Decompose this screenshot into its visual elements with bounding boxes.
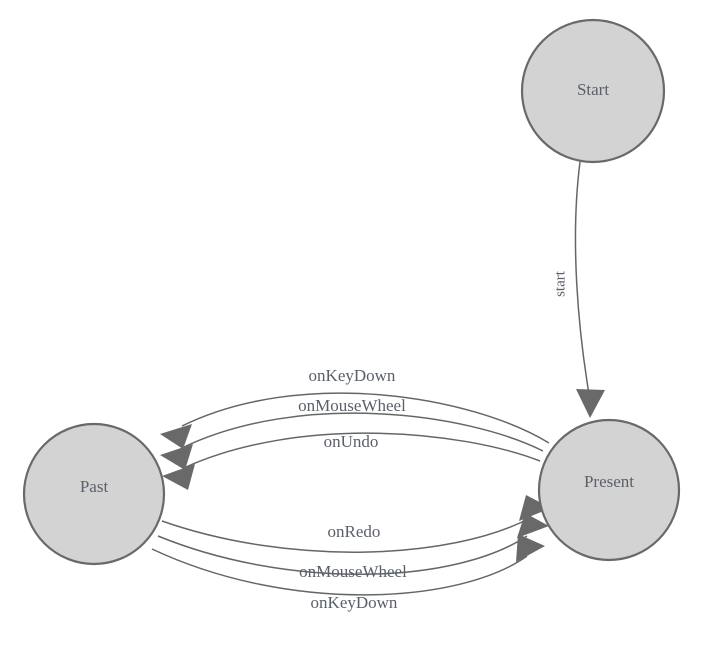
node-start-label: Start bbox=[577, 80, 609, 99]
node-present-label: Present bbox=[584, 472, 634, 491]
arrowhead-into-present-from-start bbox=[576, 389, 605, 418]
edge-label-past-present-wheel: onMouseWheel bbox=[299, 562, 407, 581]
edge-past-present-wheel-path bbox=[157, 535, 528, 575]
edge-present-to-past-onmousewheel bbox=[160, 412, 544, 470]
edge-present-past-wheel-path bbox=[183, 412, 544, 452]
arrowhead-into-past-wheel bbox=[160, 444, 193, 470]
edge-present-to-past-onundo bbox=[162, 432, 541, 490]
arrowhead-into-past-keydown bbox=[160, 424, 192, 449]
edge-label-past-present-redo: onRedo bbox=[328, 522, 381, 541]
arrowhead-into-present-keydown bbox=[516, 534, 545, 562]
edge-past-present-keydown-path bbox=[151, 548, 528, 596]
edge-label-present-past-undo: onUndo bbox=[324, 432, 379, 451]
edge-label-present-past-keydown: onKeyDown bbox=[309, 366, 396, 385]
edge-label-past-present-keydown: onKeyDown bbox=[311, 593, 398, 612]
arrowhead-into-present-wheel bbox=[517, 513, 549, 538]
edge-past-to-present-onmousewheel bbox=[157, 513, 549, 575]
node-past[interactable]: Past bbox=[22, 422, 166, 566]
edge-start-present-path bbox=[574, 161, 591, 401]
edge-past-to-present-onkeydown bbox=[151, 534, 545, 596]
arrowhead-into-past-undo bbox=[162, 464, 195, 490]
edge-present-to-past-onkeydown bbox=[160, 392, 550, 449]
edge-label-start: start bbox=[552, 270, 568, 297]
edge-start-to-present: start bbox=[552, 161, 605, 418]
edge-present-past-undo-path bbox=[185, 432, 541, 468]
node-start-circle[interactable] bbox=[520, 18, 666, 164]
node-past-circle[interactable] bbox=[22, 422, 166, 566]
node-past-label: Past bbox=[80, 477, 109, 496]
node-start[interactable]: Start bbox=[520, 18, 666, 164]
edge-label-present-past-wheel: onMouseWheel bbox=[298, 396, 406, 415]
edge-past-present-redo-path bbox=[161, 517, 531, 553]
node-present[interactable]: Present bbox=[537, 418, 681, 562]
edge-present-past-keydown-path bbox=[181, 392, 550, 444]
node-present-circle[interactable] bbox=[537, 418, 681, 562]
